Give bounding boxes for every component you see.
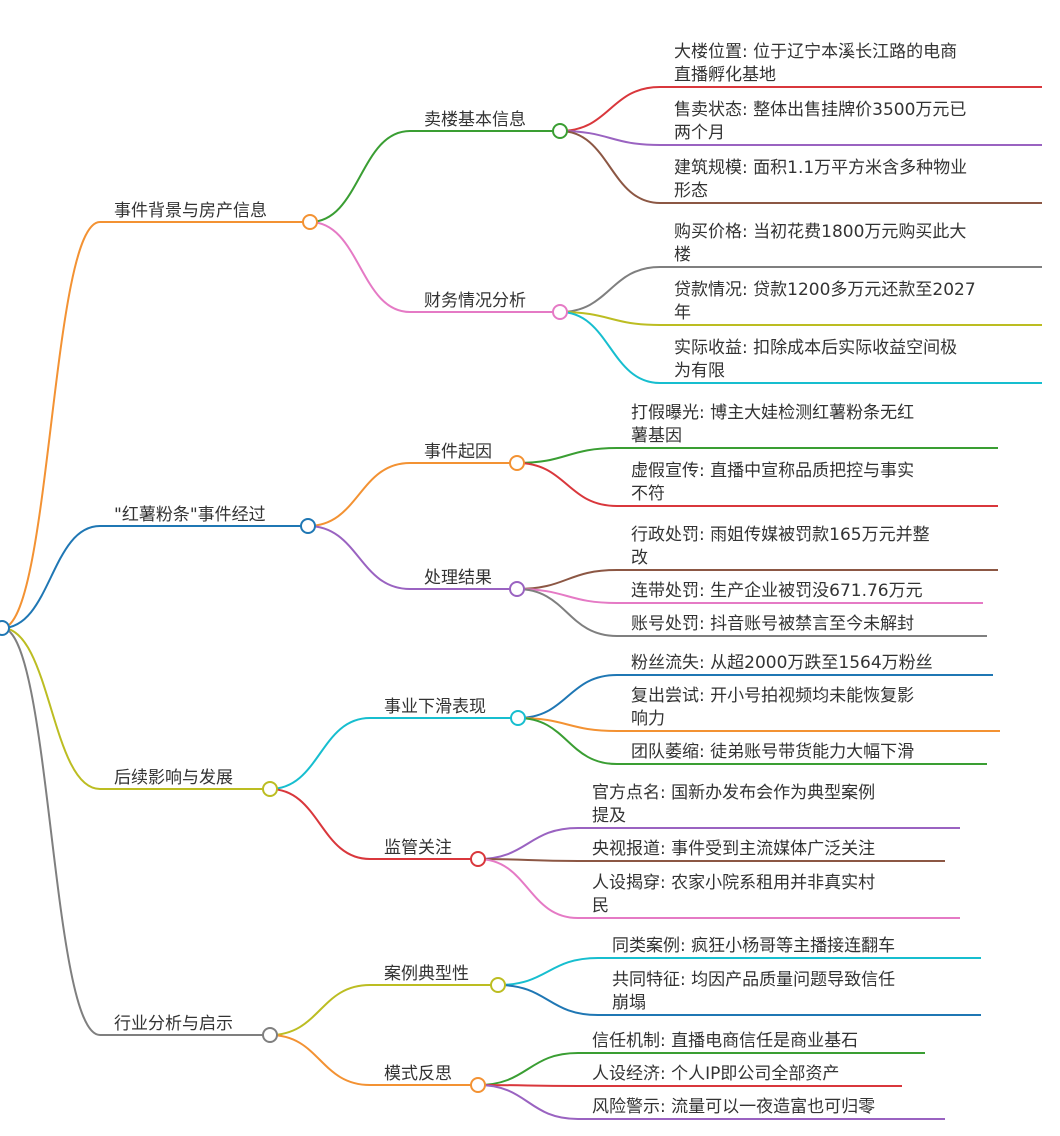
leaf-label: 薯基因 bbox=[631, 426, 682, 446]
node-layer bbox=[0, 123, 568, 1093]
leaf-label: 售卖状态: 整体出售挂牌价3500万元已 bbox=[674, 100, 966, 120]
leaf-label: 信任机制: 直播电商信任是商业基石 bbox=[592, 1031, 858, 1051]
leaf-connector bbox=[477, 1084, 945, 1120]
leaf-label: 账号处罚: 抖音账号被禁言至今未解封 bbox=[631, 614, 914, 634]
leaf-label: 人设揭穿: 农家小院系租用并非真实村 bbox=[592, 873, 875, 893]
leaf-label: 为有限 bbox=[674, 361, 725, 381]
sub-node bbox=[509, 581, 525, 597]
sub-connector bbox=[269, 717, 518, 790]
leaf-connector bbox=[559, 266, 1042, 313]
leaf-label: 不符 bbox=[631, 484, 665, 504]
branch-node bbox=[262, 781, 278, 797]
sub-connector bbox=[307, 462, 517, 527]
leaf-label: 行政处罚: 雨姐传媒被罚款165万元并整 bbox=[631, 525, 930, 545]
sub-connector bbox=[269, 1034, 478, 1086]
leaf-connector bbox=[516, 569, 998, 590]
sub-label: 事业下滑表现 bbox=[384, 697, 486, 717]
leaf-label: 两个月 bbox=[674, 123, 725, 143]
leaf-label: 年 bbox=[674, 303, 691, 323]
leaf-label: 复出尝试: 开小号拍视频均未能恢复影 bbox=[631, 686, 914, 706]
root-node bbox=[0, 620, 10, 636]
sub-node bbox=[552, 123, 568, 139]
sub-label: 财务情况分析 bbox=[424, 291, 526, 311]
leaf-label: 形态 bbox=[674, 181, 708, 201]
leaf-label: 同类案例: 疯狂小杨哥等主播接连翻车 bbox=[612, 936, 895, 956]
sub-node bbox=[470, 851, 486, 867]
leaf-connector bbox=[516, 588, 983, 604]
leaf-label: 打假曝光: 博主大娃检测红薯粉条无红 bbox=[631, 403, 914, 423]
leaf-label: 人设经济: 个人IP即公司全部资产 bbox=[592, 1064, 839, 1084]
leaf-connector bbox=[477, 858, 960, 919]
leaf-connector bbox=[497, 957, 981, 986]
leaf-label: 购买价格: 当初花费1800万元购买此大 bbox=[674, 222, 966, 242]
sub-label: 处理结果 bbox=[424, 568, 492, 588]
leaf-label: 实际收益: 扣除成本后实际收益空间极 bbox=[674, 338, 957, 358]
sub-node bbox=[509, 455, 525, 471]
sub-connector bbox=[309, 221, 560, 313]
branch-node bbox=[300, 518, 316, 534]
leaf-label: 楼 bbox=[674, 245, 691, 265]
branch-node bbox=[262, 1027, 278, 1043]
leaf-connector bbox=[517, 674, 993, 719]
leaf-label: 官方点名: 国新办发布会作为典型案例 bbox=[592, 783, 875, 803]
leaf-label: 民 bbox=[592, 896, 609, 916]
leaf-connector bbox=[477, 827, 960, 860]
leaf-label: 团队萎缩: 徒弟账号带货能力大幅下滑 bbox=[631, 742, 914, 762]
leaf-connector bbox=[477, 1084, 902, 1087]
leaf-label: 改 bbox=[631, 548, 648, 568]
sub-node bbox=[552, 304, 568, 320]
leaf-connector bbox=[559, 130, 1042, 204]
leaf-connector bbox=[516, 462, 998, 507]
leaf-label: 建筑规模: 面积1.1万平方米含多种物业 bbox=[674, 158, 967, 178]
leaf-label: 贷款情况: 贷款1200多万元还款至2027 bbox=[674, 280, 976, 300]
leaf-label: 直播孵化基地 bbox=[674, 65, 776, 85]
sub-node bbox=[510, 710, 526, 726]
leaf-connector bbox=[477, 858, 945, 862]
sub-label: 模式反思 bbox=[384, 1064, 452, 1084]
sub-label: 卖楼基本信息 bbox=[424, 110, 526, 130]
sub-connector bbox=[309, 130, 560, 223]
leaf-connector bbox=[559, 130, 1042, 146]
leaf-label: 风险警示: 流量可以一夜造富也可归零 bbox=[592, 1097, 875, 1117]
sub-node bbox=[490, 977, 506, 993]
leaf-label: 粉丝流失: 从超2000万跌至1564万粉丝 bbox=[631, 653, 933, 673]
branch-connector bbox=[1, 525, 308, 629]
leaf-label: 崩塌 bbox=[612, 993, 646, 1013]
sub-label: 监管关注 bbox=[384, 838, 452, 858]
leaf-label: 响力 bbox=[631, 709, 665, 729]
sub-connector bbox=[307, 525, 517, 590]
label-layer: 事件背景与房产信息 卖楼基本信息 大楼位置: 位于辽宁本溪长江路的电商直播孵化基地售… bbox=[114, 42, 976, 1117]
leaf-connector bbox=[517, 717, 987, 765]
connector-layer bbox=[1, 86, 1042, 1120]
leaf-label: 共同特征: 均因产品质量问题导致信任 bbox=[612, 970, 895, 990]
leaf-connector bbox=[517, 717, 1000, 732]
sub-connector bbox=[269, 984, 498, 1036]
sub-label: 事件起因 bbox=[424, 442, 492, 462]
sub-node bbox=[470, 1077, 486, 1093]
leaf-connector bbox=[516, 588, 987, 637]
leaf-connector bbox=[559, 311, 1042, 326]
branch-node bbox=[302, 214, 318, 230]
branch-label: 事件背景与房产信息 bbox=[114, 201, 267, 221]
branch-connector bbox=[1, 627, 270, 790]
branch-connector bbox=[1, 221, 310, 629]
branch-label: 行业分析与启示 bbox=[114, 1014, 233, 1034]
leaf-connector bbox=[477, 1052, 925, 1086]
branch-label: 后续影响与发展 bbox=[114, 768, 233, 788]
leaf-connector bbox=[497, 984, 981, 1016]
leaf-label: 央视报道: 事件受到主流媒体广泛关注 bbox=[592, 839, 875, 859]
branch-connector bbox=[1, 627, 270, 1036]
leaf-label: 连带处罚: 生产企业被罚没671.76万元 bbox=[631, 581, 923, 601]
sub-label: 案例典型性 bbox=[384, 964, 469, 984]
leaf-connector bbox=[559, 86, 1042, 132]
sub-connector bbox=[269, 788, 478, 860]
leaf-label: 大楼位置: 位于辽宁本溪长江路的电商 bbox=[674, 42, 957, 62]
leaf-connector bbox=[559, 311, 1042, 384]
leaf-connector bbox=[516, 447, 998, 464]
leaf-label: 虚假宣传: 直播中宣称品质把控与事实 bbox=[631, 461, 914, 481]
branch-label: "红薯粉条"事件经过 bbox=[114, 505, 266, 525]
leaf-label: 提及 bbox=[592, 806, 626, 826]
